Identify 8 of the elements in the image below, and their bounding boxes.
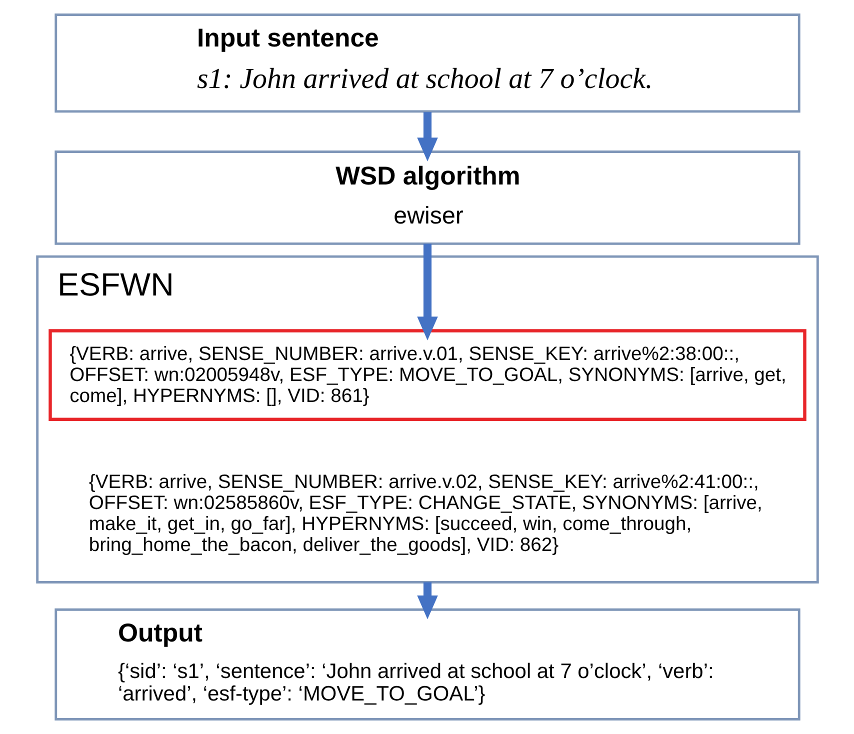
arrow [416, 582, 438, 620]
node-box: WSD algorithm ewiser [54, 150, 800, 245]
node-box: Input sentence s1: John arrived at school at 7 o’clock. [54, 14, 800, 113]
arrow [416, 112, 438, 162]
arrow [416, 244, 438, 340]
node-box: Output {‘sid’: ‘s1’, ‘sentence’: ‘John arrived at school at 7 o’clock’, ‘verb’: ‘arrived’, ‘esf-type’: ‘MOVE_TO_GOAL’} [54, 608, 800, 720]
node-box: {VERB: arrive, SENSE_NUMBER: arrive.v.01, SENSE_KEY: arrive%2:38:00::, OFFSET: wn:02005948v, ESF_TYPE: MOVE_TO_GOAL, SYNONYMS: [arrive, get, come], HYPERNYMS: [], VID: 861} [48, 329, 806, 421]
node-text: {VERB: arrive, SENSE_NUMBER: arrive.v.02, SENSE_KEY: arrive%2:41:00::, OFFSET: wn:02585860v, ESF_TYPE: CHANGE_STATE, SYNONYMS: [arrive, make_it, get_in, go_far], HYPERNYMS: [succeed, win, come_through, bring_home_the_bacon, deliver_the_goods], VID: 862} [88, 471, 762, 556]
